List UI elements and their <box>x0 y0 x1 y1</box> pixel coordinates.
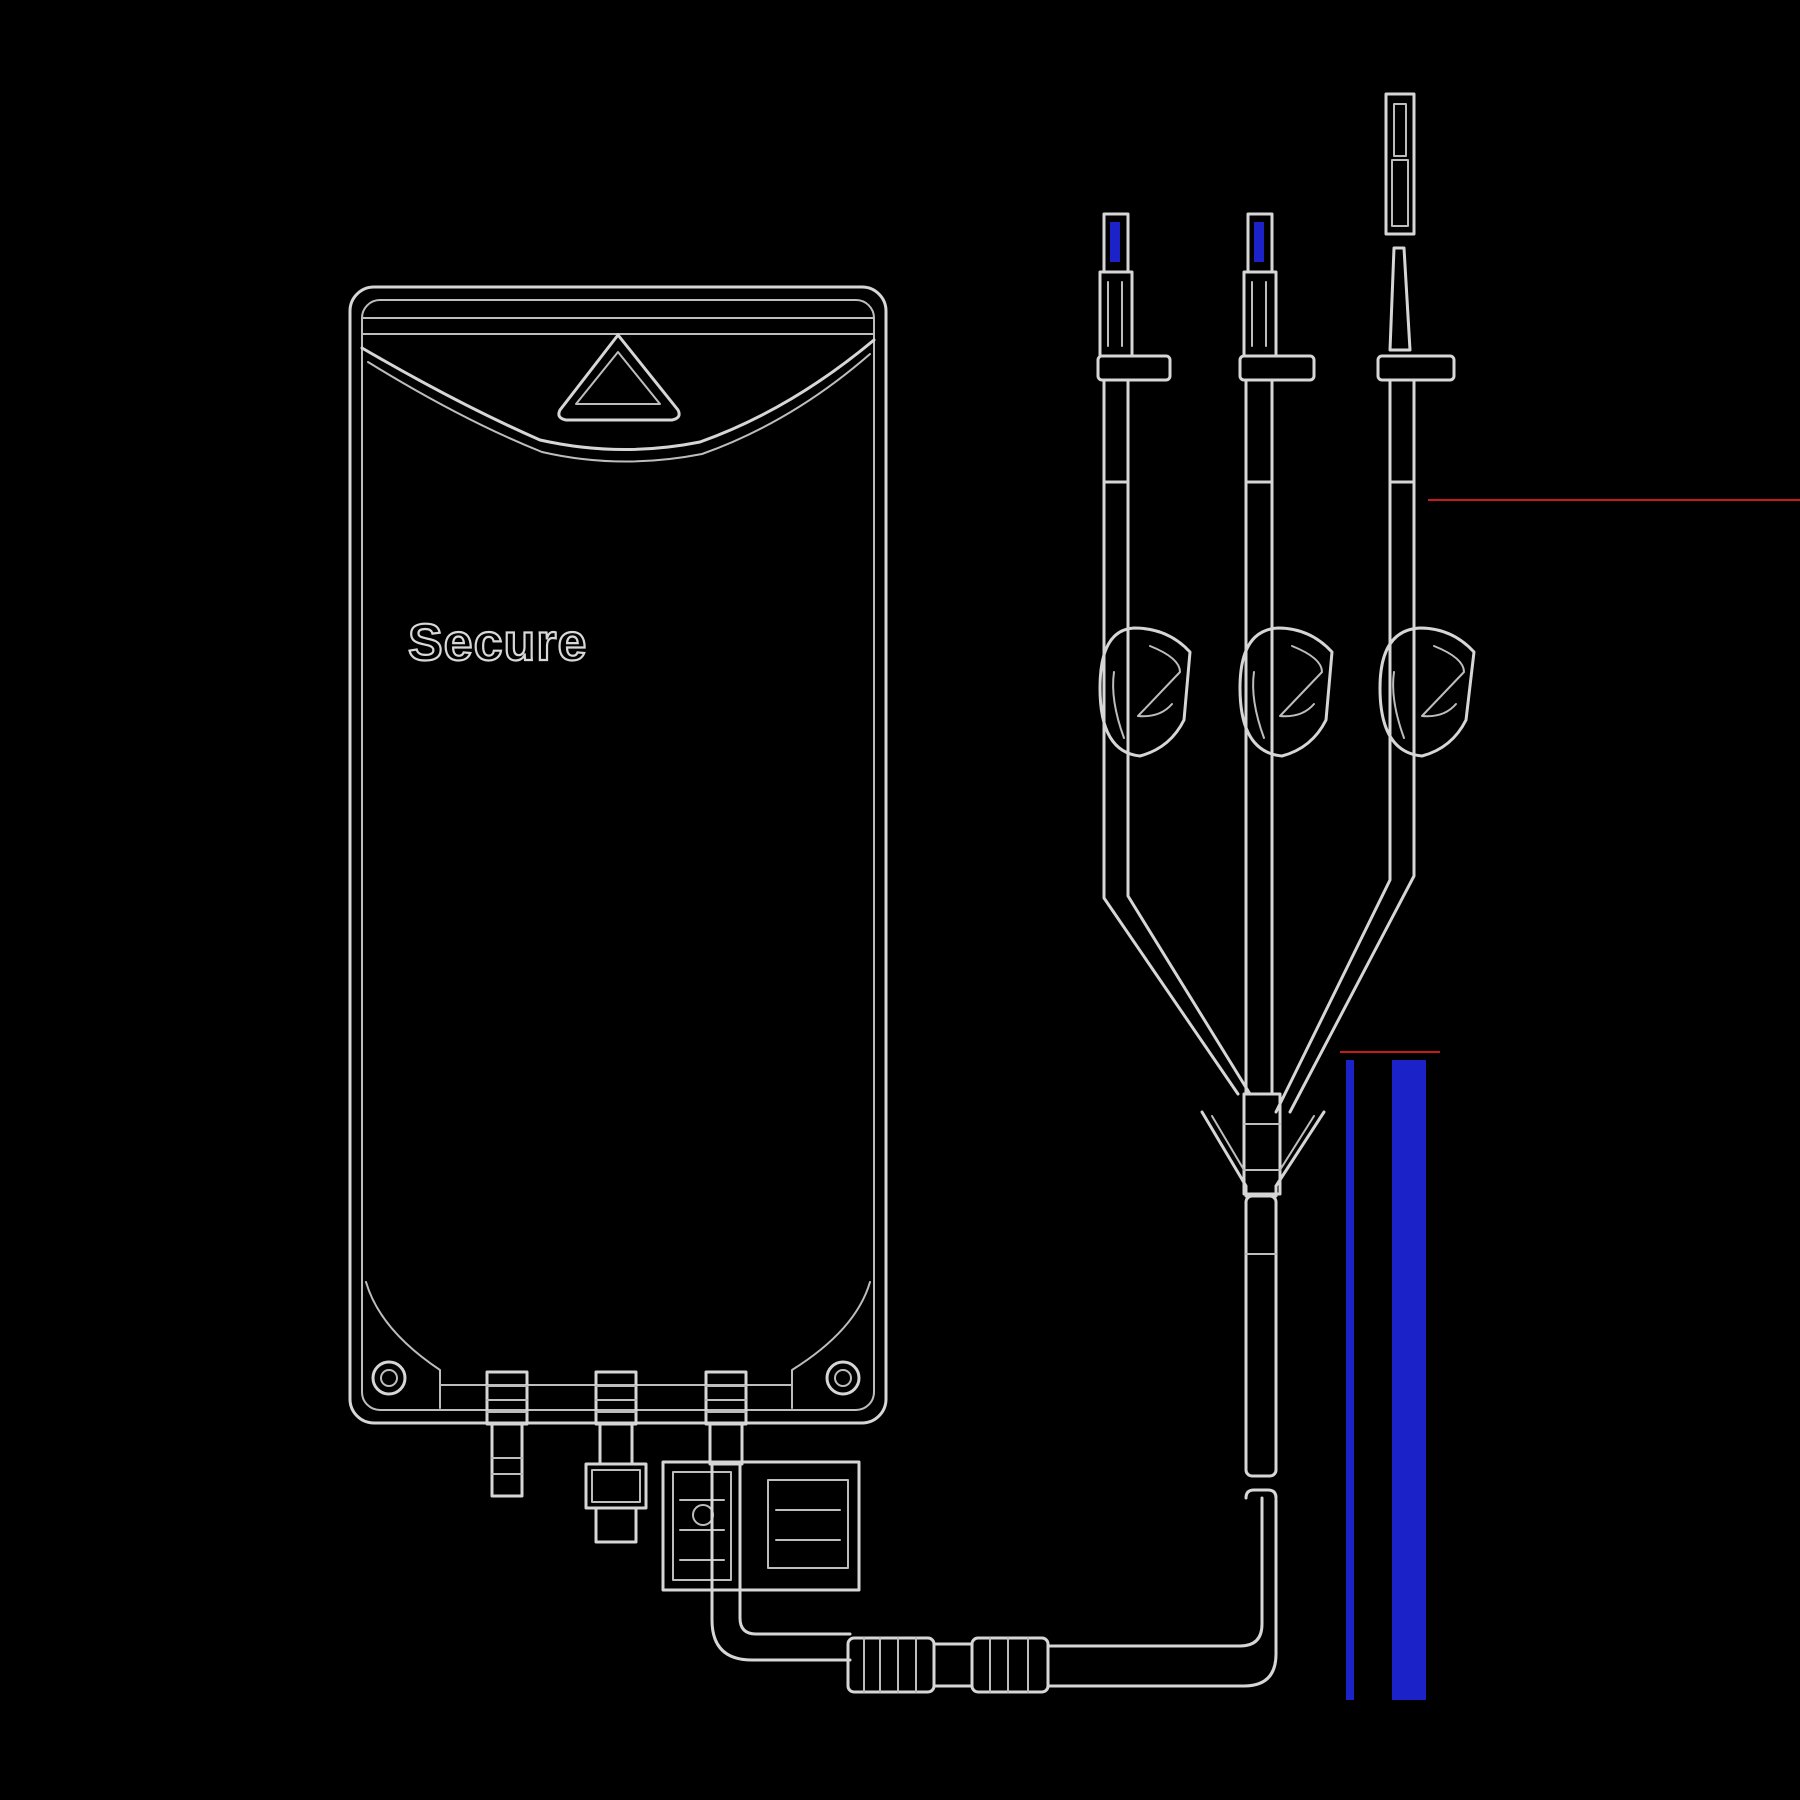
branch-right-cap-slot <box>1393 103 1407 157</box>
branch-left-roller-clamp-inner <box>1112 671 1125 739</box>
port-3 <box>704 1370 748 1466</box>
branch-middle <box>1238 212 1334 1096</box>
y-junction-body <box>1200 1110 1326 1198</box>
port-3-ridges <box>705 1385 747 1413</box>
injection-site-cap-inner <box>591 1469 641 1503</box>
branch-left-spike-housing <box>1098 270 1134 358</box>
branch-middle-roller-clamp-inner <box>1252 671 1265 739</box>
y-junction-webs <box>1211 1115 1315 1171</box>
branch-right-cap-grip <box>1391 159 1409 227</box>
port-2-collar <box>594 1370 638 1426</box>
bag-outer-outline <box>348 285 888 1425</box>
left-grommet-icon <box>371 1360 407 1396</box>
hanger-flap-curve-inner <box>367 353 871 463</box>
inline-connector-left-ribs <box>863 1637 917 1693</box>
branch-right-flange <box>1376 354 1456 382</box>
brand-label: Secure <box>408 614 587 672</box>
port-1-ridges <box>486 1385 528 1413</box>
glitch-bar-1 <box>1346 1060 1354 1700</box>
branch-left-cap-accent <box>1110 222 1120 262</box>
port-3-neck <box>708 1422 744 1466</box>
port-1-tube-rings <box>491 1457 523 1475</box>
branch-middle-roller-clamp-detail <box>1279 645 1323 718</box>
port-3-collar <box>704 1370 748 1426</box>
y-junction-hub-rings <box>1243 1123 1281 1171</box>
branch-left-flange <box>1096 354 1172 382</box>
branch-middle-flange <box>1238 354 1316 382</box>
iv-bag: Secure <box>348 285 888 1544</box>
outlet-tube-inner <box>738 1462 852 1636</box>
trunk-tube <box>1244 1194 1278 1478</box>
inline-connector-right-ribs <box>989 1637 1029 1693</box>
glitch-bar-2 <box>1392 1060 1426 1700</box>
inline-connector-left <box>846 1636 936 1694</box>
return-tube-end <box>1244 1488 1278 1500</box>
right-grommet-inner <box>834 1369 852 1387</box>
left-grommet-inner <box>380 1369 398 1387</box>
bag-inner-outline <box>361 299 875 1411</box>
branch-right <box>1274 92 1476 1114</box>
branch-right-spike <box>1388 246 1412 352</box>
clamp-left-panel <box>672 1471 732 1581</box>
right-grommet-icon <box>825 1360 861 1396</box>
bag-top-seal <box>361 317 875 335</box>
branch-right-roller-clamp <box>1378 626 1476 758</box>
clamp-body <box>661 1460 861 1592</box>
branch-right-chamber <box>1388 378 1416 484</box>
branch-left-roller-clamp <box>1098 626 1192 758</box>
branch-right-tube-a <box>1274 480 1392 1114</box>
outlet-tube-outer <box>710 1462 852 1662</box>
bottom-right-gusset <box>791 1281 871 1409</box>
return-tube-inner <box>1046 1496 1264 1648</box>
branch-middle-roller-clamp <box>1238 626 1334 758</box>
y-junction-hub <box>1242 1092 1282 1196</box>
glitch-accents <box>1340 499 1800 1700</box>
branch-left-tube-a <box>1102 480 1240 1096</box>
branch-middle-spike-lines <box>1251 281 1267 347</box>
branch-middle-cap-accent <box>1254 222 1264 262</box>
port-1-collar <box>485 1370 529 1426</box>
inline-connector-right <box>970 1636 1050 1694</box>
port-2-ridges <box>595 1385 637 1413</box>
outlet-roller-clamp <box>661 1460 861 1592</box>
y-junction <box>1200 1092 1326 1198</box>
main-tubing <box>710 1194 1278 1694</box>
port-1-tube <box>490 1422 524 1498</box>
injection-site-tip <box>594 1506 638 1544</box>
clamp-roller-icon <box>692 1504 714 1526</box>
return-tube-outer <box>1046 1498 1278 1688</box>
inline-connector-mid <box>932 1642 974 1688</box>
hanger-flap-curve <box>360 338 876 452</box>
branch-right-roller-clamp-inner <box>1392 671 1405 739</box>
branch-left-spike-lines <box>1107 281 1123 347</box>
branch-right-roller-clamp-detail <box>1421 645 1465 718</box>
port-2 <box>584 1370 648 1544</box>
bottom-left-gusset <box>365 1281 441 1409</box>
branch-middle-spike-housing <box>1242 270 1278 358</box>
branch-left-chamber <box>1102 378 1130 484</box>
branch-right-detached-cap <box>1384 92 1416 236</box>
hanger-hole-inner <box>575 351 661 405</box>
branch-left-roller-clamp-detail <box>1137 645 1181 718</box>
clamp-grips <box>679 1499 841 1561</box>
port-2-neck <box>598 1422 634 1466</box>
port-1 <box>485 1370 529 1498</box>
branch-right-tube-b <box>1288 480 1416 1114</box>
hanger-hole-icon <box>557 333 681 422</box>
branch-left-tube-b <box>1126 480 1252 1096</box>
branch-middle-chamber <box>1244 378 1274 484</box>
branch-left <box>1096 212 1252 1096</box>
clamp-right-panel <box>767 1479 849 1569</box>
